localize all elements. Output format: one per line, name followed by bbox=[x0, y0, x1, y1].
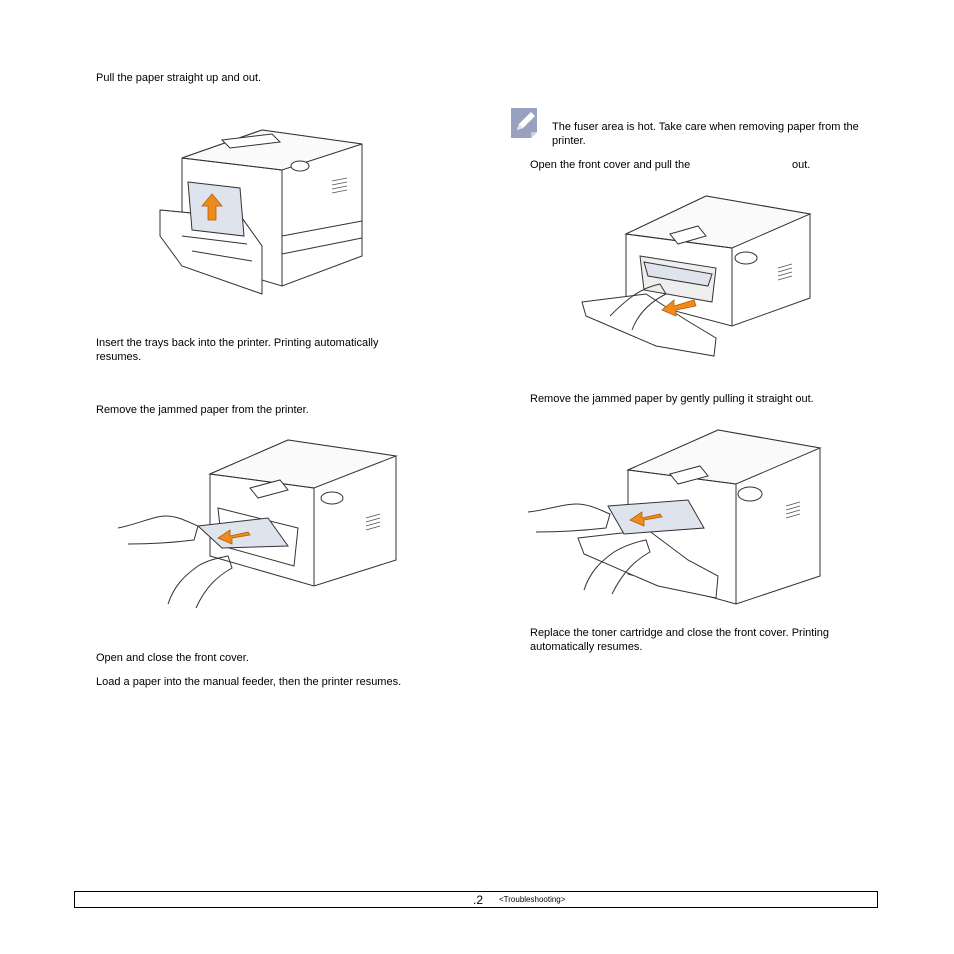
step-load-paper: Load a paper into the manual feeder, the… bbox=[96, 676, 402, 688]
page-number: .2 bbox=[473, 893, 484, 907]
printer-tray-illustration bbox=[159, 129, 363, 295]
note-text: The fuser area is hot. Take care when re… bbox=[552, 121, 859, 147]
section-title: <Troubleshooting> bbox=[499, 895, 566, 904]
step-insert-trays: Insert the trays back into the printer. … bbox=[96, 337, 379, 363]
step-open-close: Open and close the front cover. bbox=[96, 652, 249, 664]
step-remove-gently: Remove the jammed paper by gently pullin… bbox=[530, 393, 814, 405]
printer-pull-out-illustration bbox=[528, 429, 822, 605]
note-pencil-icon bbox=[511, 108, 537, 138]
step-remove-jammed: Remove the jammed paper from the printer… bbox=[96, 404, 309, 416]
printer-remove-paper-illustration bbox=[118, 439, 398, 608]
step-replace-toner: Replace the toner cartridge and close th… bbox=[530, 627, 830, 653]
step-open-front-b: out. bbox=[792, 159, 811, 171]
printer-front-cover-illustration bbox=[581, 195, 812, 357]
step-open-front-a: Open the front cover and pull the bbox=[530, 159, 691, 171]
page-footer: .2 <Troubleshooting> bbox=[74, 891, 878, 908]
step-pull-paper: Pull the paper straight up and out. bbox=[96, 72, 262, 84]
